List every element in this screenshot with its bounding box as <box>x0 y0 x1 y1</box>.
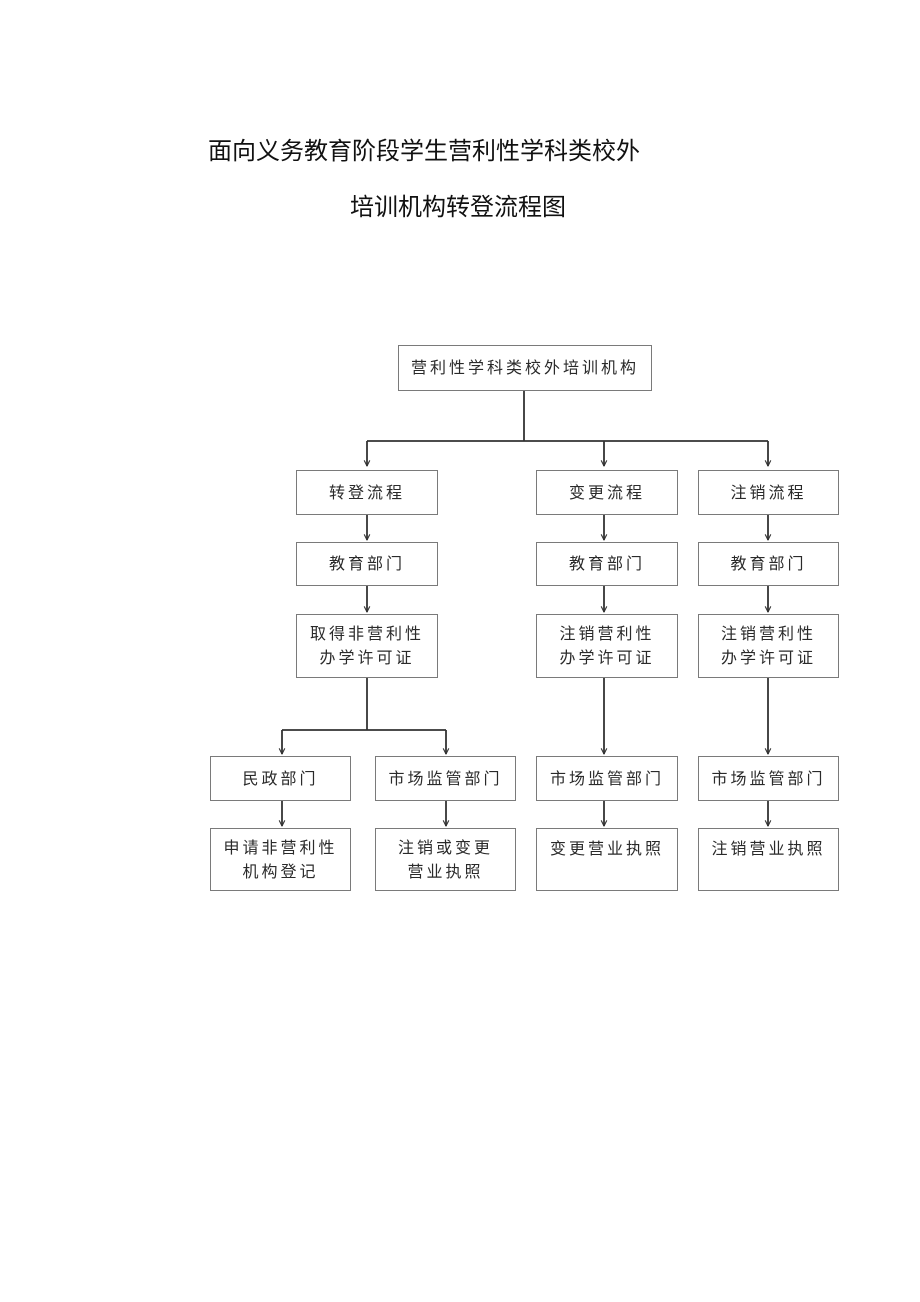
node-cancel-license-line1: 注销营利性 <box>720 624 816 643</box>
node-change-business-license: 变更营业执照 <box>536 828 678 891</box>
node-cancel-business-license: 注销营业执照 <box>698 828 839 891</box>
node-cancel-education-dept-label: 教育部门 <box>730 554 807 573</box>
page-title-line-1: 面向义务教育阶段学生营利性学科类校外 <box>208 137 640 165</box>
node-change-business-license-label: 变更营业执照 <box>549 839 664 858</box>
node-cancel-market-dept: 市场监管部门 <box>698 756 839 801</box>
node-change-market-dept-label: 市场监管部门 <box>549 768 664 788</box>
node-transfer-license: 取得非营利性 办学许可证 <box>296 614 438 678</box>
node-change-process-label: 变更流程 <box>568 482 645 502</box>
node-cancel-process-label: 注销流程 <box>730 482 807 502</box>
node-cancel-education-dept: 教育部门 <box>698 542 839 586</box>
node-apply-line1: 申请非营利性 <box>223 837 338 857</box>
node-transfer-market-dept-label: 市场监管部门 <box>388 768 503 788</box>
node-cancel-or-change-license: 注销或变更 营业执照 <box>375 828 516 891</box>
node-root-institution: 营利性学科类校外培训机构 <box>398 345 652 391</box>
node-cancel-process: 注销流程 <box>698 470 839 515</box>
node-cancel-license-line2: 办学许可证 <box>720 648 816 667</box>
node-change-education-dept: 教育部门 <box>536 542 678 586</box>
node-civil-affairs-dept: 民政部门 <box>210 756 351 801</box>
node-cancel-market-dept-label: 市场监管部门 <box>711 768 826 788</box>
node-apply-nonprofit-registration: 申请非营利性 机构登记 <box>210 828 351 891</box>
node-transfer-market-dept: 市场监管部门 <box>375 756 516 801</box>
node-apply-line2: 机构登记 <box>242 861 319 881</box>
node-cancel-license: 注销营利性 办学许可证 <box>698 614 839 678</box>
node-cancel-or-change-line2: 营业执照 <box>407 861 484 881</box>
node-cancel-or-change-line1: 注销或变更 <box>397 837 493 857</box>
node-transfer-education-dept: 教育部门 <box>296 542 438 586</box>
node-transfer-education-dept-label: 教育部门 <box>328 554 405 573</box>
node-change-education-dept-label: 教育部门 <box>568 554 645 573</box>
node-change-process: 变更流程 <box>536 470 678 515</box>
node-transfer-process: 转登流程 <box>296 470 438 515</box>
node-change-license-line2: 办学许可证 <box>559 648 655 667</box>
node-change-license-line1: 注销营利性 <box>559 624 655 643</box>
node-civil-affairs-dept-label: 民政部门 <box>242 768 319 788</box>
node-transfer-license-line1: 取得非营利性 <box>309 624 424 643</box>
node-transfer-license-line2: 办学许可证 <box>319 648 415 667</box>
node-transfer-process-label: 转登流程 <box>328 482 405 502</box>
node-cancel-business-license-label: 注销营业执照 <box>711 839 826 858</box>
page-title-line-2: 培训机构转登流程图 <box>350 193 566 221</box>
node-change-market-dept: 市场监管部门 <box>536 756 678 801</box>
node-root-label: 营利性学科类校外培训机构 <box>410 358 639 377</box>
node-change-license: 注销营利性 办学许可证 <box>536 614 678 678</box>
